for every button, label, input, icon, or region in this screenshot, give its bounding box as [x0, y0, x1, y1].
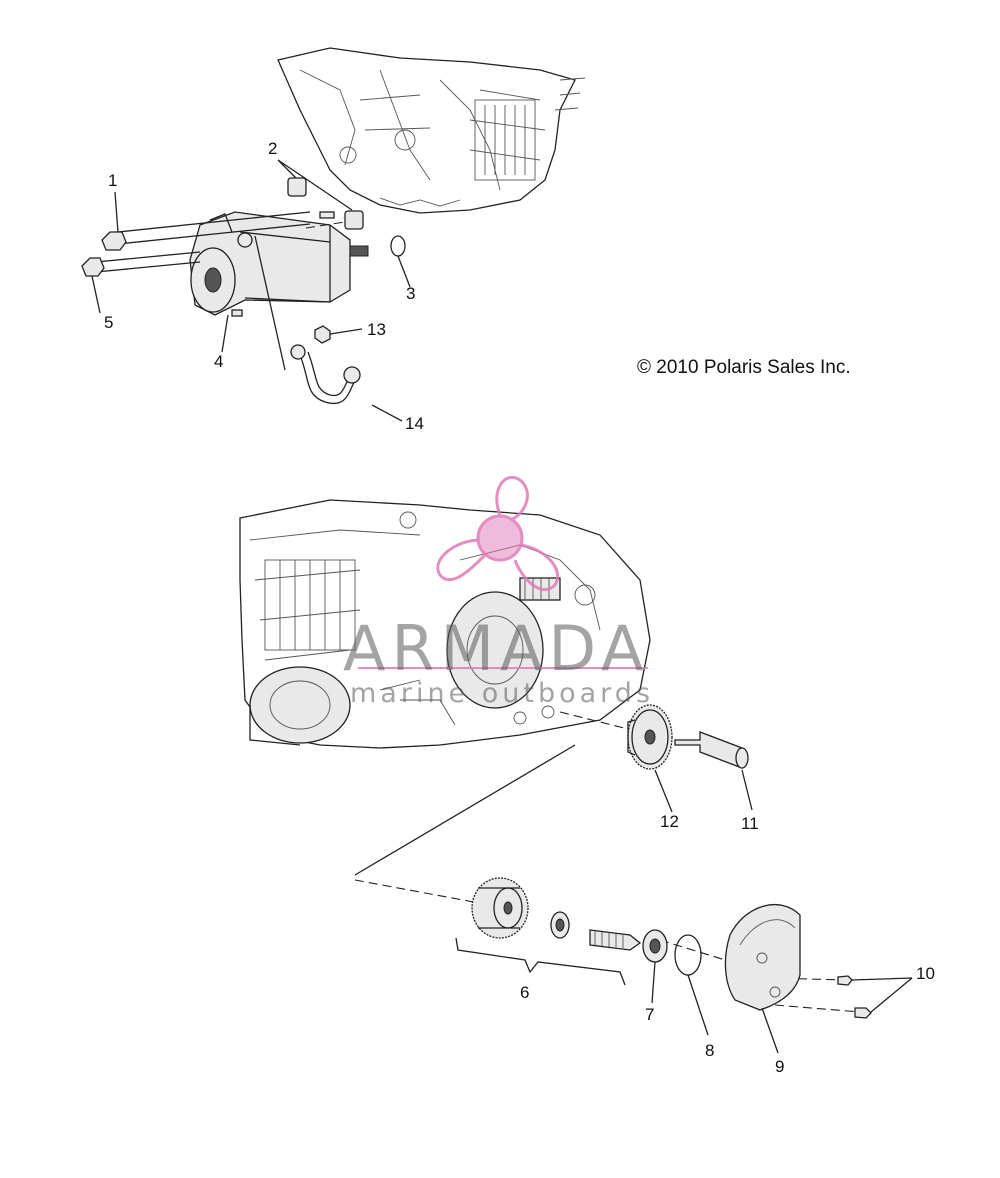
copyright-notice: © 2010 Polaris Sales Inc.	[637, 357, 851, 378]
watermark-subtitle: marine outboards	[350, 678, 655, 709]
spacers	[287, 177, 364, 230]
callout-7: 7	[645, 1005, 655, 1024]
callout-12: 12	[660, 812, 679, 831]
bracket-6	[455, 937, 626, 986]
assembly-lines-lower	[354, 711, 861, 1013]
callout-10: 10	[916, 964, 935, 983]
callout-9: 9	[775, 1057, 785, 1076]
mounting-bolts	[81, 211, 311, 277]
callout-4: 4	[214, 352, 224, 371]
starter-cable	[290, 325, 361, 405]
starter-drive-assembly	[471, 877, 642, 951]
callout-2: 2	[268, 139, 278, 158]
watermark-logo	[358, 476, 648, 669]
callout-1: 1	[108, 171, 118, 190]
leader-lines-upper	[91, 159, 411, 422]
upper-engine-case	[277, 47, 586, 214]
watermark-title: ARMADA	[343, 612, 650, 685]
starter-motor	[189, 211, 369, 317]
bearing	[642, 929, 668, 963]
callout-13: 13	[367, 320, 386, 339]
leader-lines-lower	[651, 769, 913, 1054]
o-ring	[390, 235, 406, 257]
idler-gear	[627, 704, 673, 770]
callout-11: 11	[741, 814, 759, 833]
cover-o-ring	[674, 934, 702, 976]
callout-5: 5	[104, 313, 114, 332]
callout-14: 14	[405, 414, 424, 433]
callout-8: 8	[705, 1041, 715, 1060]
callout-3: 3	[406, 284, 416, 303]
cover-bolts	[837, 975, 872, 1019]
idler-shaft	[674, 731, 749, 769]
starter-cover	[724, 904, 801, 1011]
lower-engine-assembly	[239, 499, 651, 749]
callout-6: 6	[520, 983, 530, 1002]
